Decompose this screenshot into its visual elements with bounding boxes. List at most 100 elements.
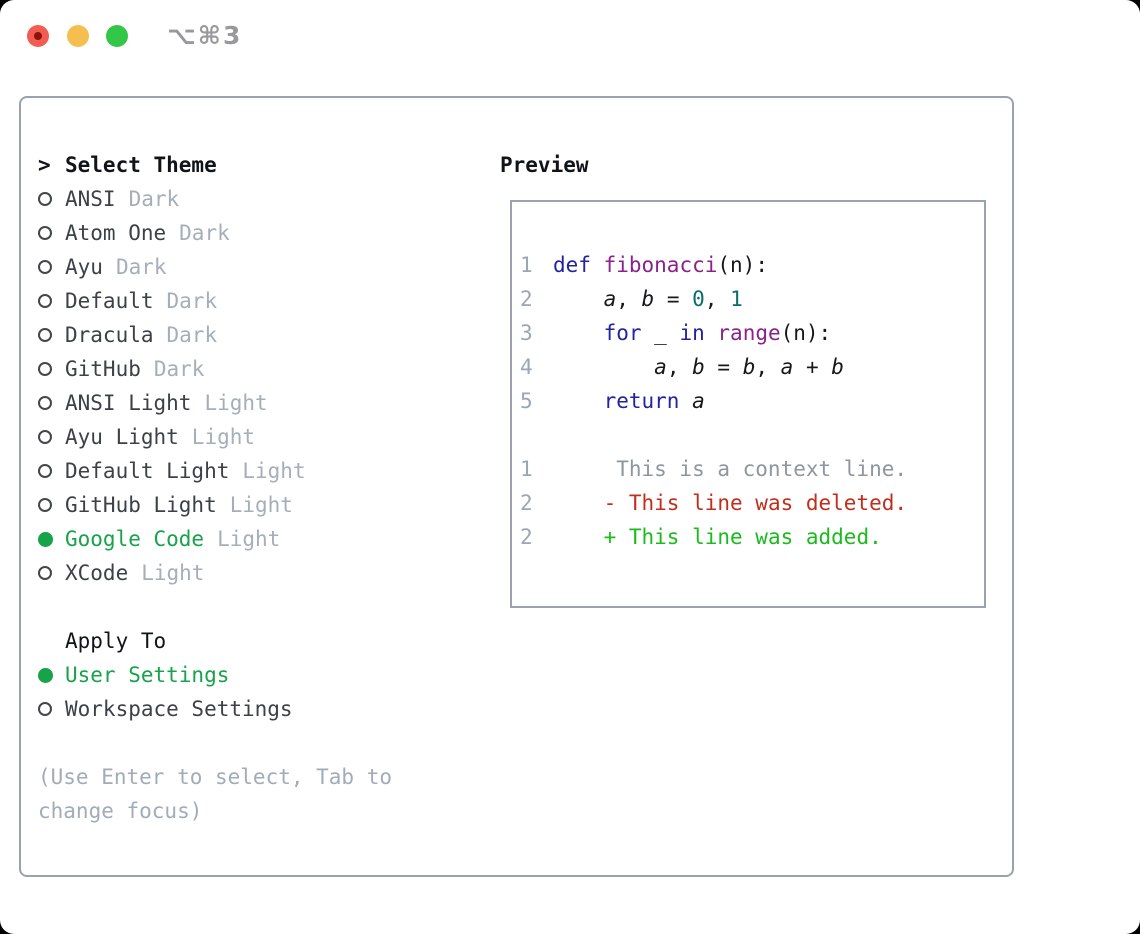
code-line: 2 + This line was added.: [520, 520, 907, 554]
code-token: =: [654, 287, 693, 311]
code-token: (n):: [780, 321, 832, 345]
code-token: return: [603, 389, 680, 413]
marker-column: [38, 430, 65, 444]
marker-column: [38, 362, 65, 376]
code-token: 1: [730, 287, 743, 311]
close-button[interactable]: [27, 25, 49, 47]
code-token: (n):: [717, 253, 768, 277]
radio-selected-icon: [38, 667, 53, 683]
theme-name: Atom One: [65, 221, 167, 245]
select-theme-header: > Select Theme: [38, 148, 392, 182]
theme-variant-tag: Dark: [128, 187, 180, 211]
radio-icon: [38, 294, 52, 308]
code-token: [679, 389, 692, 413]
theme-name: ANSI: [65, 187, 116, 211]
hint-line-2: change focus): [38, 799, 203, 823]
theme-name: Default: [65, 289, 154, 313]
theme-item[interactable]: Ayu Dark: [38, 250, 392, 284]
theme-item[interactable]: ANSI Dark: [38, 182, 392, 216]
theme-variant-tag: Dark: [166, 289, 218, 313]
code-token: for: [603, 321, 642, 345]
theme-name: Ayu Light: [65, 425, 179, 449]
theme-item[interactable]: Google Code Light: [38, 522, 392, 556]
radio-icon: [38, 566, 52, 580]
theme-item[interactable]: Default Light Light: [38, 454, 392, 488]
theme-variant-tag: Light: [229, 493, 293, 517]
radio-icon: [38, 260, 52, 274]
theme-name: Default Light: [65, 459, 230, 483]
theme-name: GitHub Light: [65, 493, 217, 517]
code-token: in: [679, 321, 705, 345]
code-token: b: [831, 355, 844, 379]
marker-column: [38, 192, 65, 206]
line-number: 1: [520, 253, 533, 277]
code-token: [553, 355, 654, 379]
code-token: b: [742, 355, 756, 379]
theme-name: Dracula: [65, 323, 154, 347]
radio-icon: [38, 430, 52, 444]
theme-name: Google Code: [65, 527, 205, 551]
apply-to-header: Apply To: [38, 624, 392, 658]
code-line: 5 return a: [520, 384, 907, 418]
radio-icon: [38, 226, 52, 240]
code-token: + This line was added.: [603, 525, 882, 549]
spacer: [38, 726, 392, 760]
spacer: [38, 590, 392, 624]
select-theme-title: Select Theme: [65, 153, 217, 177]
marker-column: [38, 667, 65, 683]
theme-variant-tag: Light: [242, 459, 306, 483]
line-number: 5: [520, 389, 533, 413]
marker-column: [38, 396, 65, 410]
code-token: ,: [616, 287, 642, 311]
code-token: 0: [692, 287, 705, 311]
apply-to-title: Apply To: [65, 629, 167, 653]
code-token: [705, 321, 718, 345]
code-token: a: [692, 389, 705, 413]
theme-variant-tag: Light: [217, 527, 281, 551]
theme-item[interactable]: GitHub Light Light: [38, 488, 392, 522]
code-line: 2 a, b = 0, 1: [520, 282, 907, 316]
code-token: a: [654, 355, 667, 379]
window-shortcut-label: ⌥⌘3: [167, 21, 243, 50]
marker-column: [38, 328, 65, 342]
line-number: 1: [520, 457, 533, 481]
apply-to-option[interactable]: Workspace Settings: [38, 692, 392, 726]
marker-column: [38, 702, 65, 716]
theme-item[interactable]: Default Dark: [38, 284, 392, 318]
code-token: fibonacci: [603, 253, 718, 277]
radio-icon: [38, 396, 52, 410]
code-token: range: [717, 321, 781, 345]
code-token: _: [641, 321, 680, 345]
apply-to-option[interactable]: User Settings: [38, 658, 392, 692]
theme-variant-tag: Light: [204, 391, 268, 415]
theme-name: GitHub: [65, 357, 141, 381]
radio-icon: [38, 362, 52, 376]
code-token: [553, 525, 604, 549]
titlebar: ⌥⌘3: [0, 0, 1140, 72]
theme-variant-tag: Dark: [115, 255, 167, 279]
radio-icon: [38, 192, 52, 206]
minimize-button[interactable]: [67, 25, 89, 47]
code-token: [553, 321, 604, 345]
theme-name: Ayu: [65, 255, 103, 279]
code-token: ,: [755, 355, 781, 379]
line-number: 3: [520, 321, 533, 345]
code-token: ,: [704, 287, 731, 311]
code-token: ,: [666, 355, 693, 379]
hint-text: (Use Enter to select, Tab to change focu…: [38, 760, 392, 828]
maximize-button[interactable]: [106, 25, 128, 47]
marker-column: [38, 498, 65, 512]
code-token: [553, 287, 604, 311]
